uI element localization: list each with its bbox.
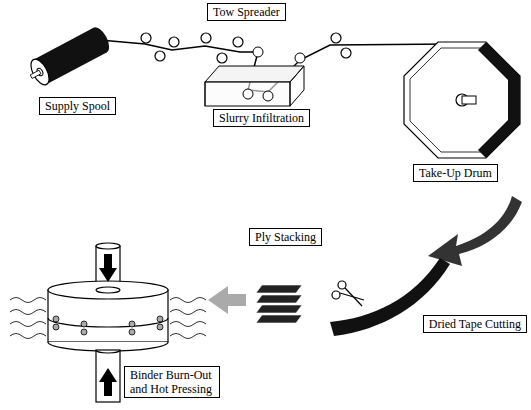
heat-wave: [10, 322, 46, 327]
coil-turn: [81, 329, 87, 335]
ply-stack: [256, 285, 302, 323]
heat-wave: [170, 310, 206, 315]
heat-waves: [10, 298, 206, 339]
step-label: Slurry Infiltration: [213, 109, 310, 127]
step-label: Binder Burn-Out and Hot Pressing: [124, 366, 220, 398]
coil-turn: [53, 324, 59, 330]
label-text: Slurry Infiltration: [219, 111, 304, 125]
step-label: Supply Spool: [39, 97, 116, 115]
label-text: Ply Stacking: [255, 230, 316, 244]
heat-wave: [10, 298, 46, 303]
coil-turn: [53, 316, 59, 322]
coil-turn: [157, 324, 163, 330]
heat-wave: [170, 322, 206, 327]
label-text: Supply Spool: [45, 99, 110, 113]
coil-turn: [129, 321, 135, 327]
heat-wave: [10, 310, 46, 315]
slurry-bath: [205, 47, 305, 106]
step-label: Dried Tape Cutting: [423, 315, 527, 333]
label-text: Take-Up Drum: [419, 166, 492, 180]
coil-turn: [129, 329, 135, 335]
label-text: Dried Tape Cutting: [429, 317, 521, 331]
coil-turn: [81, 321, 87, 327]
label-text: Tow Spreader: [213, 5, 280, 19]
scissors: [332, 281, 364, 306]
step-label: Tow Spreader: [207, 3, 286, 21]
heat-wave: [170, 298, 206, 303]
flow-arrow: [428, 196, 522, 266]
take-up-drum: [404, 42, 520, 158]
heat-wave: [170, 334, 206, 339]
spreader-rollers: [141, 33, 351, 63]
coil-turn: [157, 316, 163, 322]
step-label: Take-Up Drum: [413, 164, 498, 182]
supply-spool: [25, 24, 113, 89]
label-text: Binder Burn-Out and Hot Pressing: [130, 368, 214, 396]
step-label: Ply Stacking: [249, 228, 322, 246]
heating-coil: [53, 316, 163, 335]
transfer-arrow: [208, 286, 246, 314]
heat-wave: [10, 334, 46, 339]
